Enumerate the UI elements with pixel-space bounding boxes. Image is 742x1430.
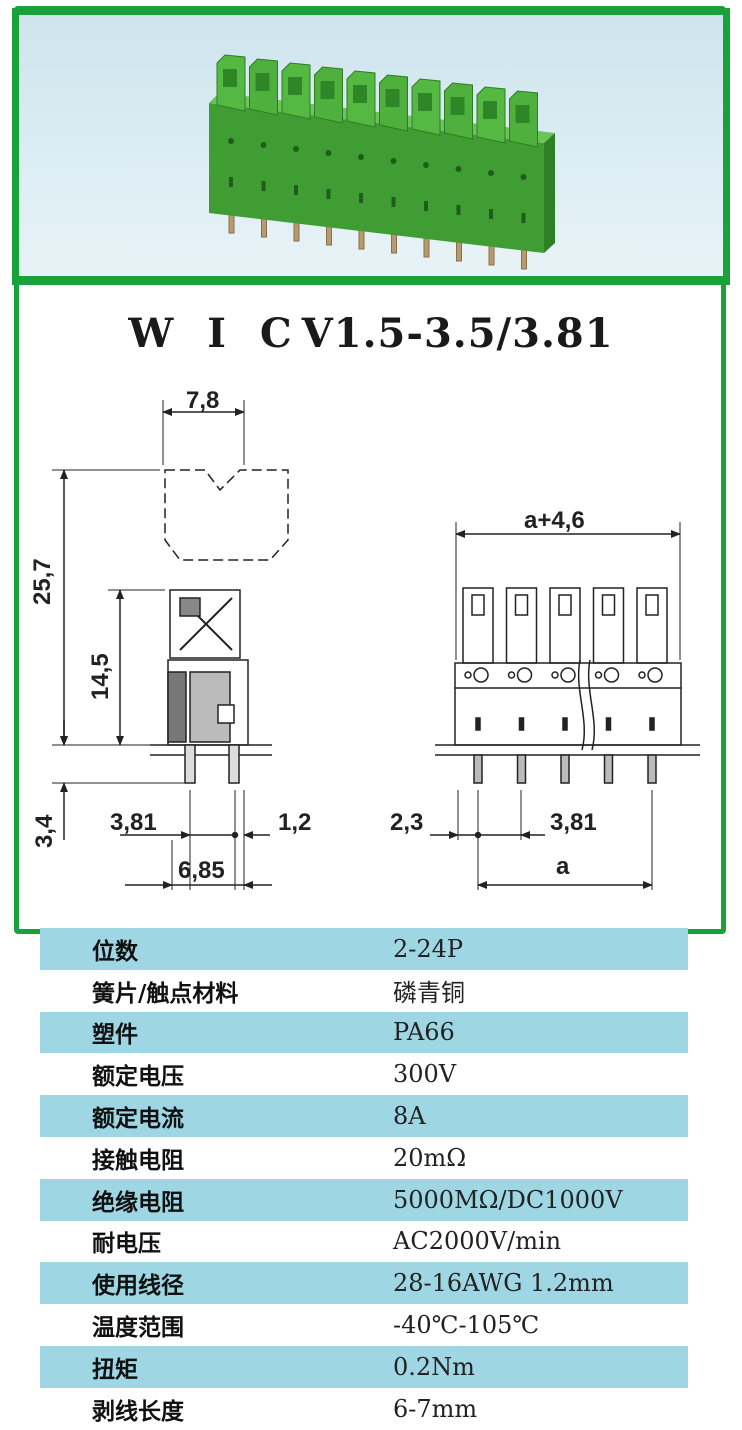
spec-label: 使用线径	[92, 1273, 184, 1300]
plug-outline-dashed	[164, 469, 289, 561]
front-pin	[560, 754, 570, 784]
spec-table: 位数 2-24P 簧片/触点材料 磷青铜塑件 PA66 额定电压 300V 额定电流 8A 接触电…	[40, 928, 688, 1430]
spec-row: 绝缘电阻 5000MΩ/DC1000V	[40, 1178, 688, 1221]
spec-row: 位数 2-24P	[40, 928, 688, 970]
spec-value: 6-7mm	[393, 1394, 478, 1423]
terminal-block-image	[209, 54, 555, 270]
front-plug-column	[505, 587, 538, 664]
front-plug-column	[636, 587, 668, 664]
dim-pin-length: 3,4	[31, 814, 58, 848]
spec-row: 扭矩 0.2Nm	[40, 1345, 688, 1388]
dim-edge-offset: 2,3	[390, 809, 423, 836]
plug-body	[169, 589, 241, 659]
spec-label: 接触电阻	[92, 1147, 184, 1174]
front-body	[454, 662, 682, 746]
spec-label: 温度范围	[92, 1315, 184, 1342]
connector-columns	[216, 54, 538, 148]
spec-label: 塑件	[92, 1022, 138, 1049]
spec-value: PA66	[393, 1018, 455, 1047]
dim-body-height: 14,5	[87, 653, 114, 700]
spec-value: 300V	[393, 1060, 457, 1089]
spec-row: 额定电压 300V	[40, 1053, 688, 1095]
connector-slots	[228, 138, 527, 223]
spec-label: 扭矩	[92, 1356, 138, 1383]
spec-row: 剥线长度 6-7mm	[40, 1388, 688, 1430]
spec-value: 20mΩ	[393, 1143, 467, 1172]
title-suffix: V1.5-3.5/3.81	[301, 310, 614, 357]
front-pin	[473, 754, 483, 784]
spec-label: 耐电压	[92, 1231, 161, 1258]
spec-value: AC2000V/min	[393, 1227, 562, 1256]
dim-span: a	[556, 853, 570, 880]
dim-overall-width: a+4,6	[524, 507, 585, 534]
spec-label: 位数	[92, 938, 138, 965]
product-title: W I CV1.5-3.5/3.81	[0, 310, 742, 357]
spec-value: 8A	[393, 1102, 426, 1131]
front-view	[430, 522, 700, 890]
spec-label: 簧片/触点材料	[92, 980, 239, 1007]
spec-value: 0.2Nm	[393, 1352, 475, 1381]
spec-row: 额定电流 8A	[40, 1095, 688, 1137]
front-plug-column	[592, 587, 625, 664]
spec-row: 塑件 PA66	[40, 1011, 688, 1054]
front-pin	[516, 754, 527, 784]
spec-value: 28-16AWG 1.2mm	[393, 1269, 614, 1298]
spec-label: 额定电压	[92, 1064, 184, 1091]
spec-row: 温度范围 -40℃-105℃	[40, 1304, 688, 1346]
spec-value: 5000MΩ/DC1000V	[393, 1185, 623, 1214]
front-pin	[603, 754, 614, 784]
dim-pitch-right: 3,81	[550, 809, 597, 836]
spec-row: 接触电阻 20mΩ	[40, 1137, 688, 1179]
dim-pin-thickness: 1,2	[278, 809, 311, 836]
spec-value: 2-24P	[393, 934, 464, 963]
spec-row: 耐电压 AC2000V/min	[40, 1221, 688, 1263]
dim-total-height: 25,7	[29, 558, 56, 605]
front-pin	[647, 754, 657, 784]
dim-pitch-left: 3,81	[110, 809, 157, 836]
product-photo	[12, 8, 730, 285]
dim-top-width: 7,8	[186, 387, 219, 414]
spec-value: -40℃-105℃	[393, 1311, 540, 1340]
spec-label: 额定电流	[92, 1106, 184, 1133]
spec-label: 剥线长度	[92, 1398, 184, 1425]
spec-value: 磷青铜	[393, 979, 465, 1008]
spec-row: 使用线径 28-16AWG 1.2mm	[40, 1262, 688, 1305]
spec-label: 绝缘电阻	[92, 1189, 184, 1216]
front-plug-column	[549, 587, 581, 664]
front-plug-column	[462, 587, 494, 664]
technical-drawing: 7,8 25,7 14,5 3,4 3,81 1,2 6,85 a+4,6 2,…	[29, 387, 700, 890]
spec-row: 簧片/触点材料 磷青铜	[40, 970, 688, 1012]
dim-base-width: 6,85	[178, 857, 225, 884]
title-prefix: W I C	[128, 310, 302, 357]
